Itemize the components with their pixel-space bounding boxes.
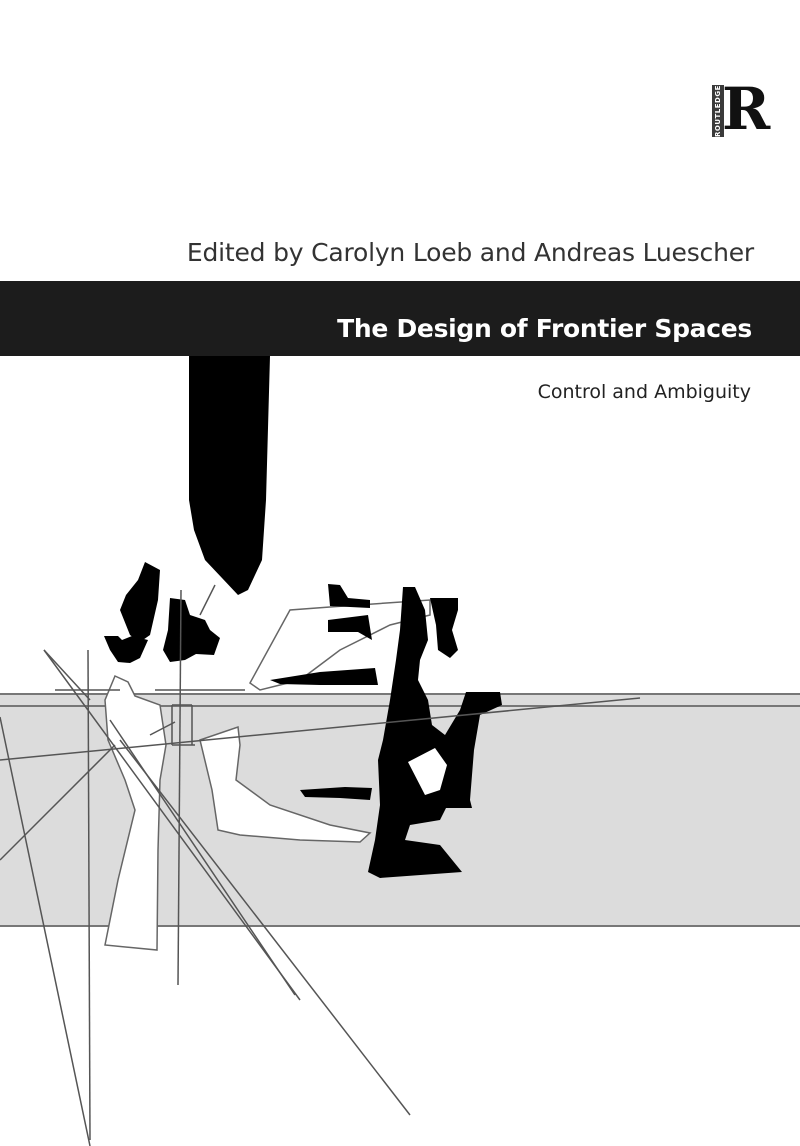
central-black-figure bbox=[270, 584, 502, 878]
thin-lines bbox=[0, 584, 641, 1146]
book-subtitle: Control and Ambiguity bbox=[537, 381, 751, 403]
routledge-logo-icon: R bbox=[722, 75, 771, 143]
hanging-black-shape bbox=[189, 356, 270, 595]
title-band bbox=[0, 281, 800, 356]
white-shapes bbox=[104, 599, 431, 951]
book-title: The Design of Frontier Spaces bbox=[337, 314, 752, 343]
black-figures-left bbox=[104, 562, 220, 663]
editors-line: Edited by Carolyn Loeb and Andreas Luesc… bbox=[186, 238, 754, 267]
publisher-logo: ROUTLEDGE R bbox=[712, 75, 770, 143]
